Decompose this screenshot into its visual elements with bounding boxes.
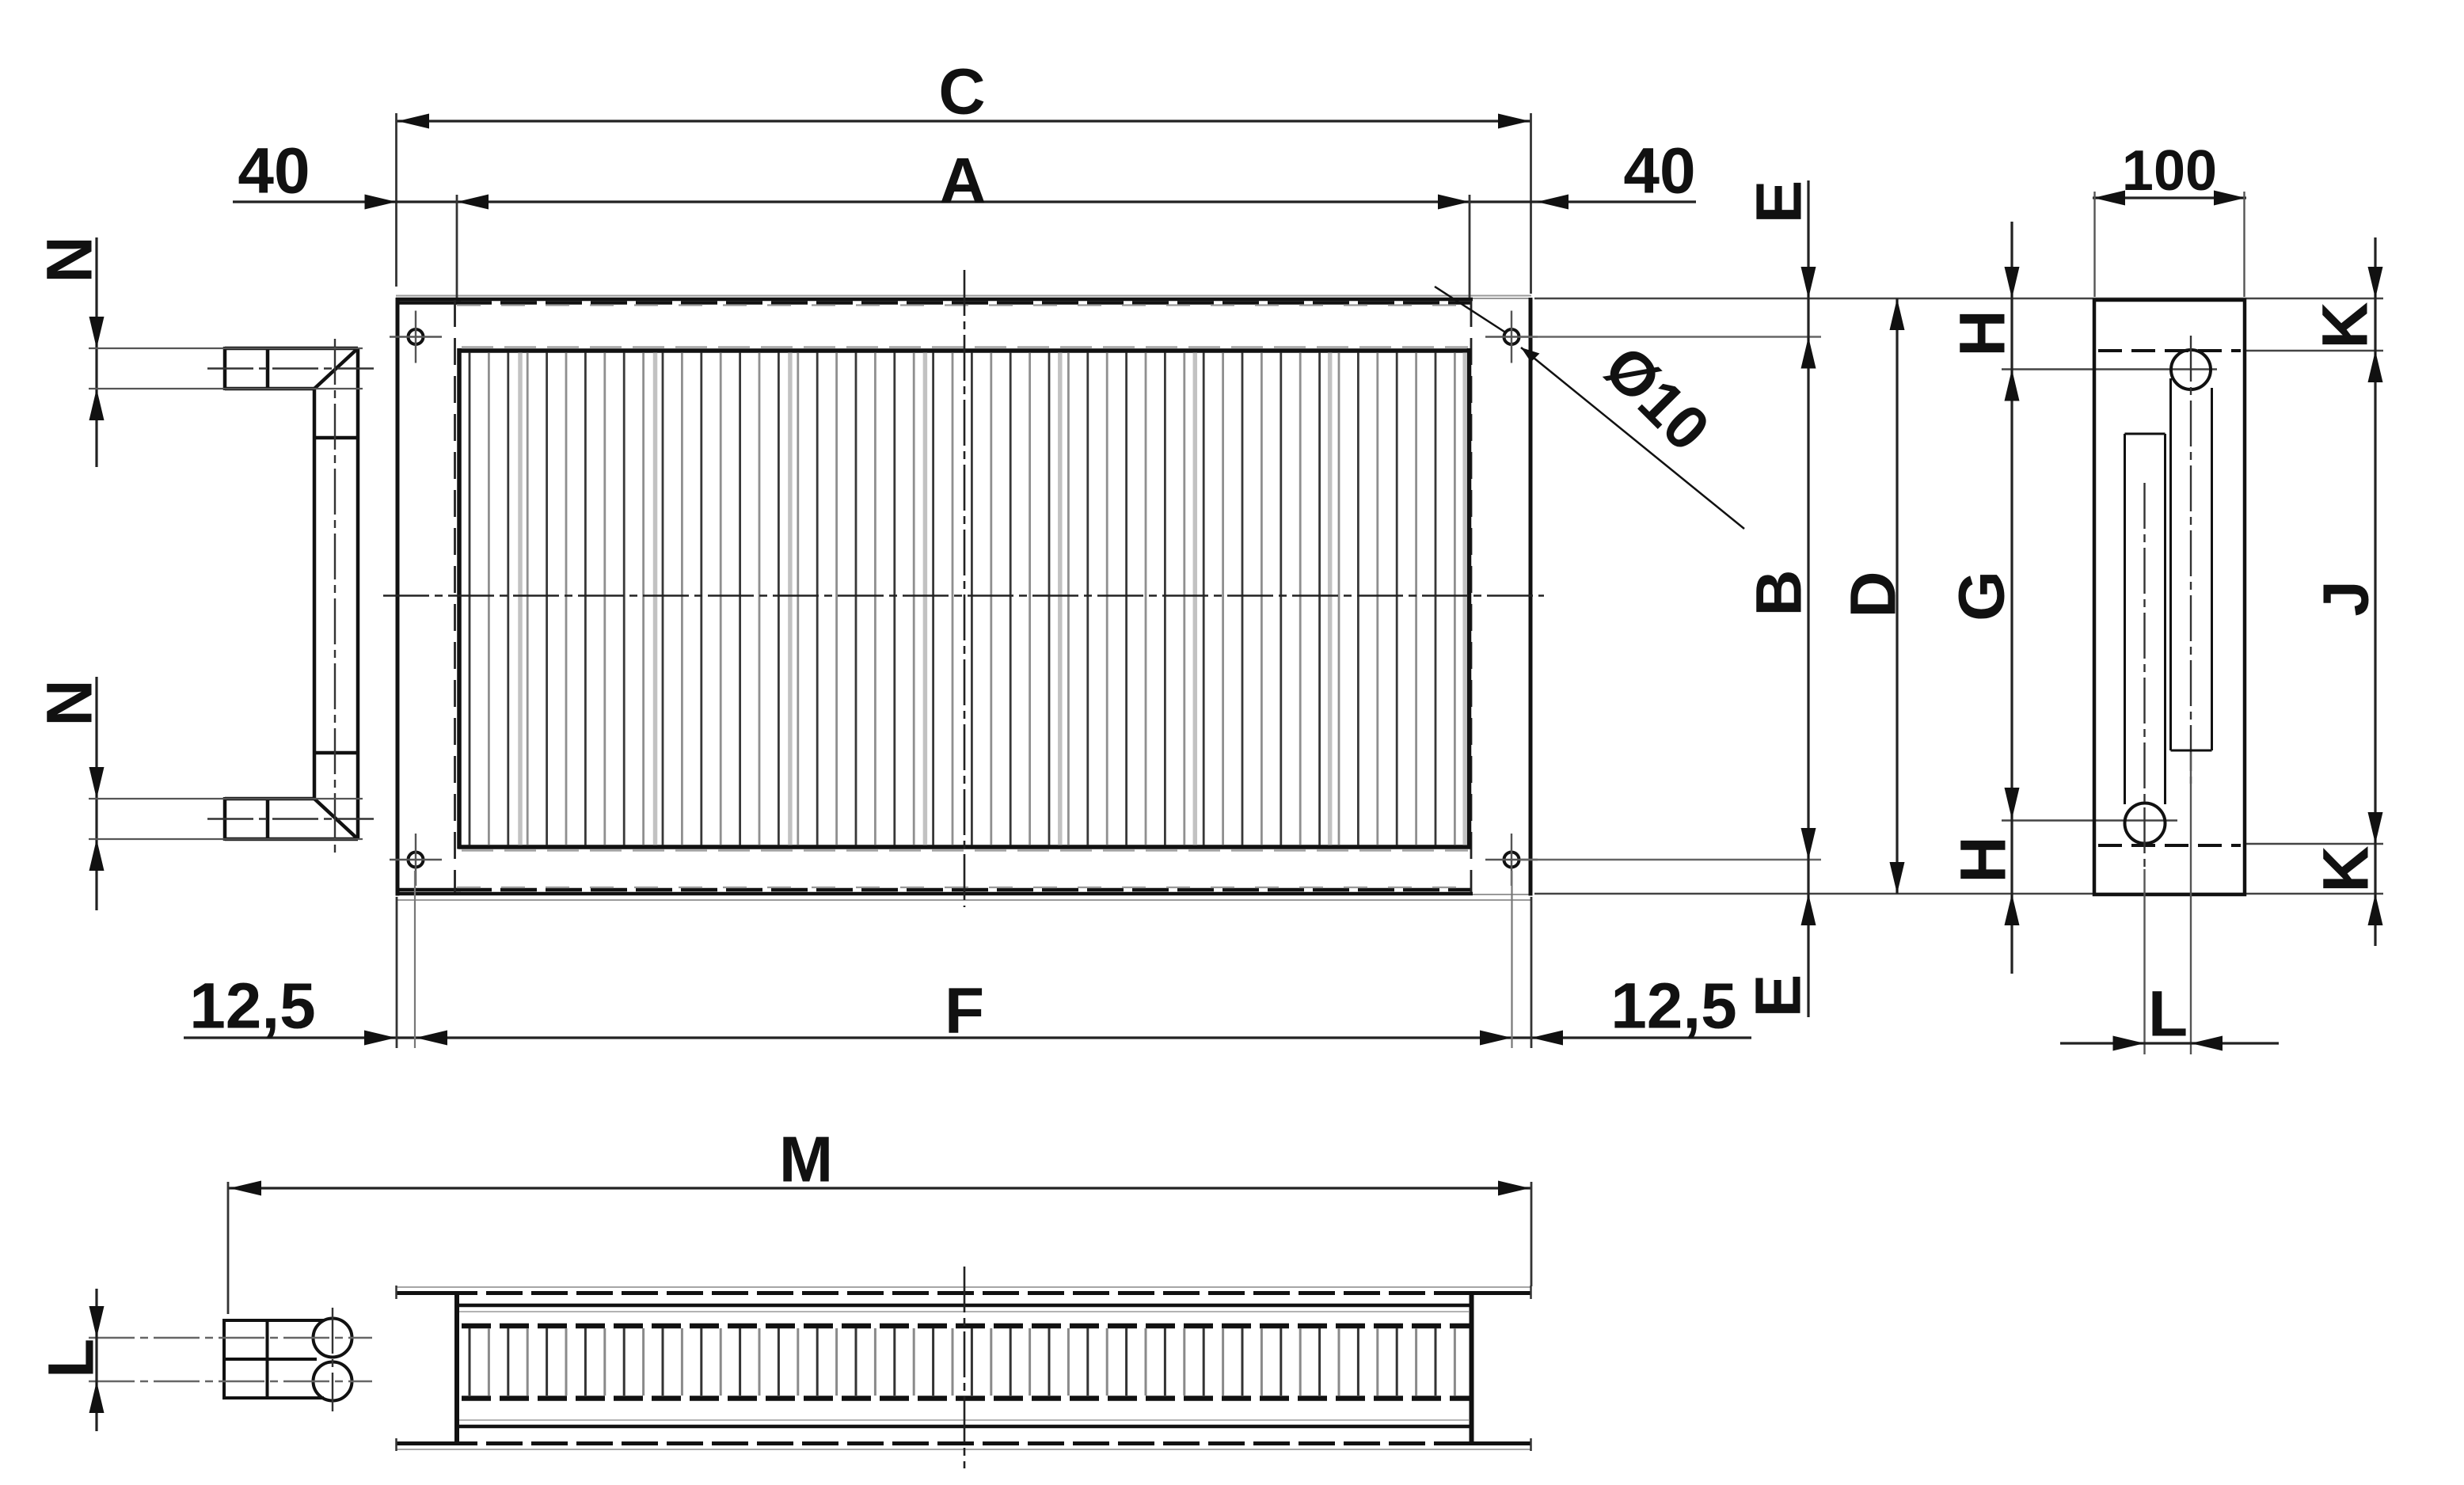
svg-text:12,5: 12,5	[1610, 970, 1737, 1043]
svg-text:C: C	[938, 56, 985, 128]
svg-text:40: 40	[1623, 135, 1695, 207]
svg-text:12,5: 12,5	[189, 970, 316, 1043]
svg-text:G: G	[1946, 571, 2018, 621]
svg-text:H: H	[1947, 310, 2019, 356]
svg-text:40: 40	[238, 135, 310, 207]
svg-text:J: J	[2310, 580, 2382, 617]
svg-text:E: E	[1743, 180, 1816, 224]
svg-text:F: F	[945, 975, 984, 1047]
svg-text:K: K	[2310, 845, 2382, 892]
svg-text:N: N	[34, 236, 106, 283]
svg-text:100: 100	[2122, 139, 2217, 203]
svg-text:B: B	[1743, 569, 1816, 616]
svg-text:H: H	[1948, 836, 2020, 883]
svg-text:M: M	[779, 1124, 833, 1196]
svg-text:D: D	[1838, 571, 1910, 617]
svg-text:E: E	[1743, 974, 1815, 1018]
svg-text:K: K	[2310, 302, 2382, 348]
svg-text:A: A	[939, 146, 986, 218]
svg-text:N: N	[34, 679, 106, 726]
svg-text:L: L	[2148, 978, 2188, 1050]
svg-text:L: L	[36, 1339, 108, 1378]
